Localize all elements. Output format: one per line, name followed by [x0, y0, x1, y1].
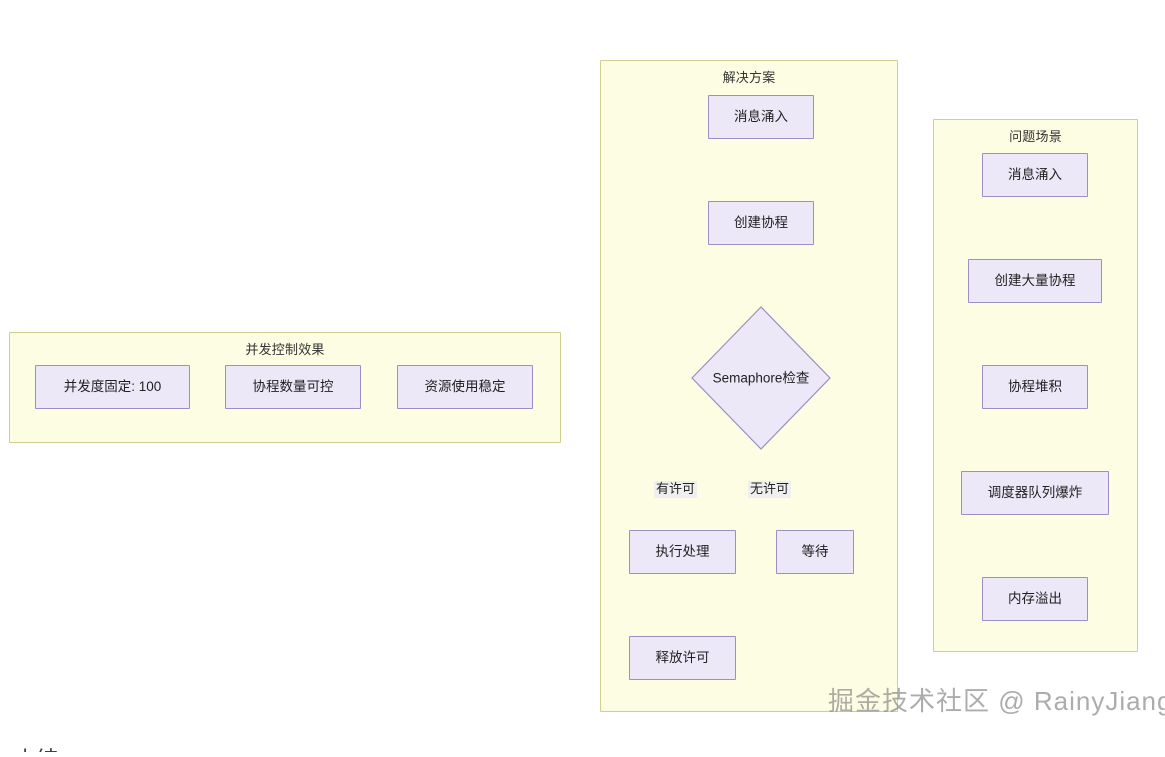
node-label: 释放许可 [655, 650, 710, 666]
node-label: 资源使用稳定 [424, 379, 506, 395]
node-ps-out-of-memory[interactable]: 内存溢出 [982, 577, 1088, 621]
node-label: 并发度固定: 100 [63, 379, 162, 395]
subgraph-title-concurrency-effect: 并发控制效果 [245, 342, 325, 357]
node-label: 创建协程 [734, 215, 788, 231]
node-execute-process[interactable]: 执行处理 [629, 530, 736, 574]
node-label: 消息涌入 [1008, 167, 1062, 183]
node-fixed-concurrency[interactable]: 并发度固定: 100 [35, 365, 190, 409]
node-label: 调度器队列爆炸 [987, 485, 1083, 501]
subgraph-title-problem-scenario: 问题场景 [1009, 129, 1062, 144]
node-semaphore-check[interactable]: Semaphore检查 [691, 306, 831, 450]
node-label: 等待 [801, 544, 829, 560]
node-coroutine-count-controllable[interactable]: 协程数量可控 [225, 365, 361, 409]
subgraph-title-solution: 解决方案 [722, 70, 776, 85]
node-ps-coroutine-pileup[interactable]: 协程堆积 [982, 365, 1088, 409]
node-message-influx[interactable]: 消息涌入 [708, 95, 814, 139]
node-create-coroutine[interactable]: 创建协程 [708, 201, 814, 245]
node-label: 协程数量可控 [252, 379, 334, 395]
edge-label-has-permit: 有许可 [654, 481, 698, 498]
node-label: 消息涌入 [734, 109, 788, 125]
bottom-text-fragment: 小结 [14, 742, 58, 752]
node-wait[interactable]: 等待 [776, 530, 854, 574]
node-label: 协程堆积 [1008, 379, 1062, 395]
node-release-permit[interactable]: 释放许可 [629, 636, 736, 680]
node-ps-scheduler-queue-explosion[interactable]: 调度器队列爆炸 [961, 471, 1109, 515]
node-label: Semaphore检查 [712, 370, 810, 386]
node-resource-usage-stable[interactable]: 资源使用稳定 [397, 365, 533, 409]
node-label: 内存溢出 [1008, 591, 1062, 607]
node-label: 创建大量协程 [994, 273, 1076, 289]
diamond-shape [691, 306, 831, 450]
watermark: 掘金技术社区 @ RainyJiang [828, 686, 1165, 716]
node-label: 执行处理 [655, 544, 710, 560]
node-ps-create-many-coroutines[interactable]: 创建大量协程 [968, 259, 1102, 303]
edge-label-text: 有许可 [656, 481, 696, 496]
edge-label-no-permit: 无许可 [748, 481, 792, 498]
edge-label-text: 无许可 [750, 481, 790, 496]
node-ps-message-influx[interactable]: 消息涌入 [982, 153, 1088, 197]
